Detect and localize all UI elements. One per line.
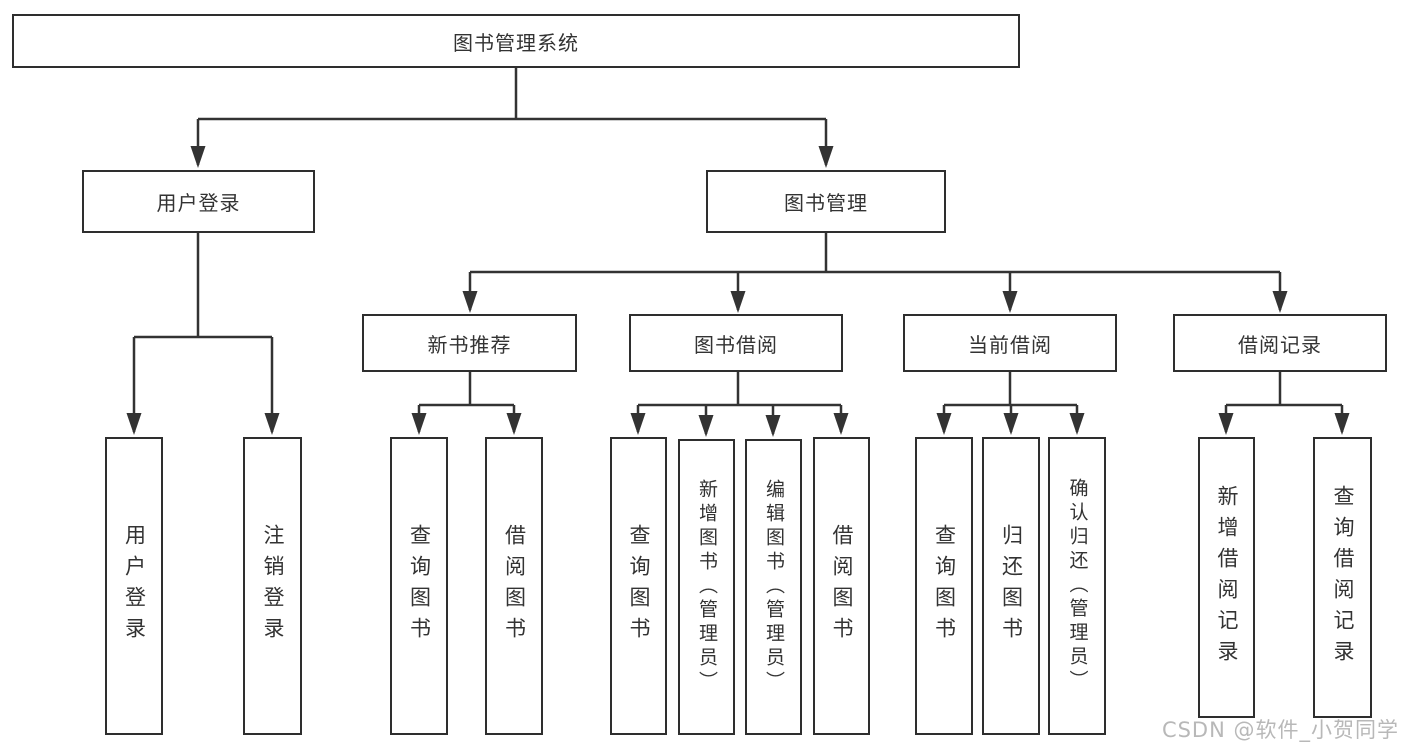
leaf-query-borrowing-record: 查询借阅记录 (1313, 437, 1372, 718)
node-book-management: 图书管理 (706, 170, 946, 233)
leaf-borrow-books-recommend: 借阅图书 (485, 437, 543, 735)
node-library-management-system: 图书管理系统 (12, 14, 1020, 68)
node-borrowing-records: 借阅记录 (1173, 314, 1387, 372)
leaf-return-books: 归还图书 (982, 437, 1040, 735)
leaf-confirm-return-admin: 确认归还（管理员） (1048, 437, 1106, 735)
node-new-book-recommendation: 新书推荐 (362, 314, 577, 372)
leaf-query-books-borrowing: 查询图书 (610, 437, 667, 735)
leaf-add-books-admin: 新增图书（管理员） (678, 439, 735, 735)
leaf-logout: 注销登录 (243, 437, 302, 735)
leaf-query-books-current: 查询图书 (915, 437, 973, 735)
leaf-query-books-recommend: 查询图书 (390, 437, 448, 735)
node-book-borrowing: 图书借阅 (629, 314, 843, 372)
leaf-user-login: 用户登录 (105, 437, 163, 735)
csdn-watermark: CSDN @软件_小贺同学 (1161, 718, 1399, 742)
leaf-borrow-books: 借阅图书 (813, 437, 870, 735)
leaf-add-borrowing-record: 新增借阅记录 (1198, 437, 1255, 718)
node-user-login: 用户登录 (82, 170, 315, 233)
leaf-edit-books-admin: 编辑图书（管理员） (745, 439, 802, 735)
node-current-borrowing: 当前借阅 (903, 314, 1117, 372)
